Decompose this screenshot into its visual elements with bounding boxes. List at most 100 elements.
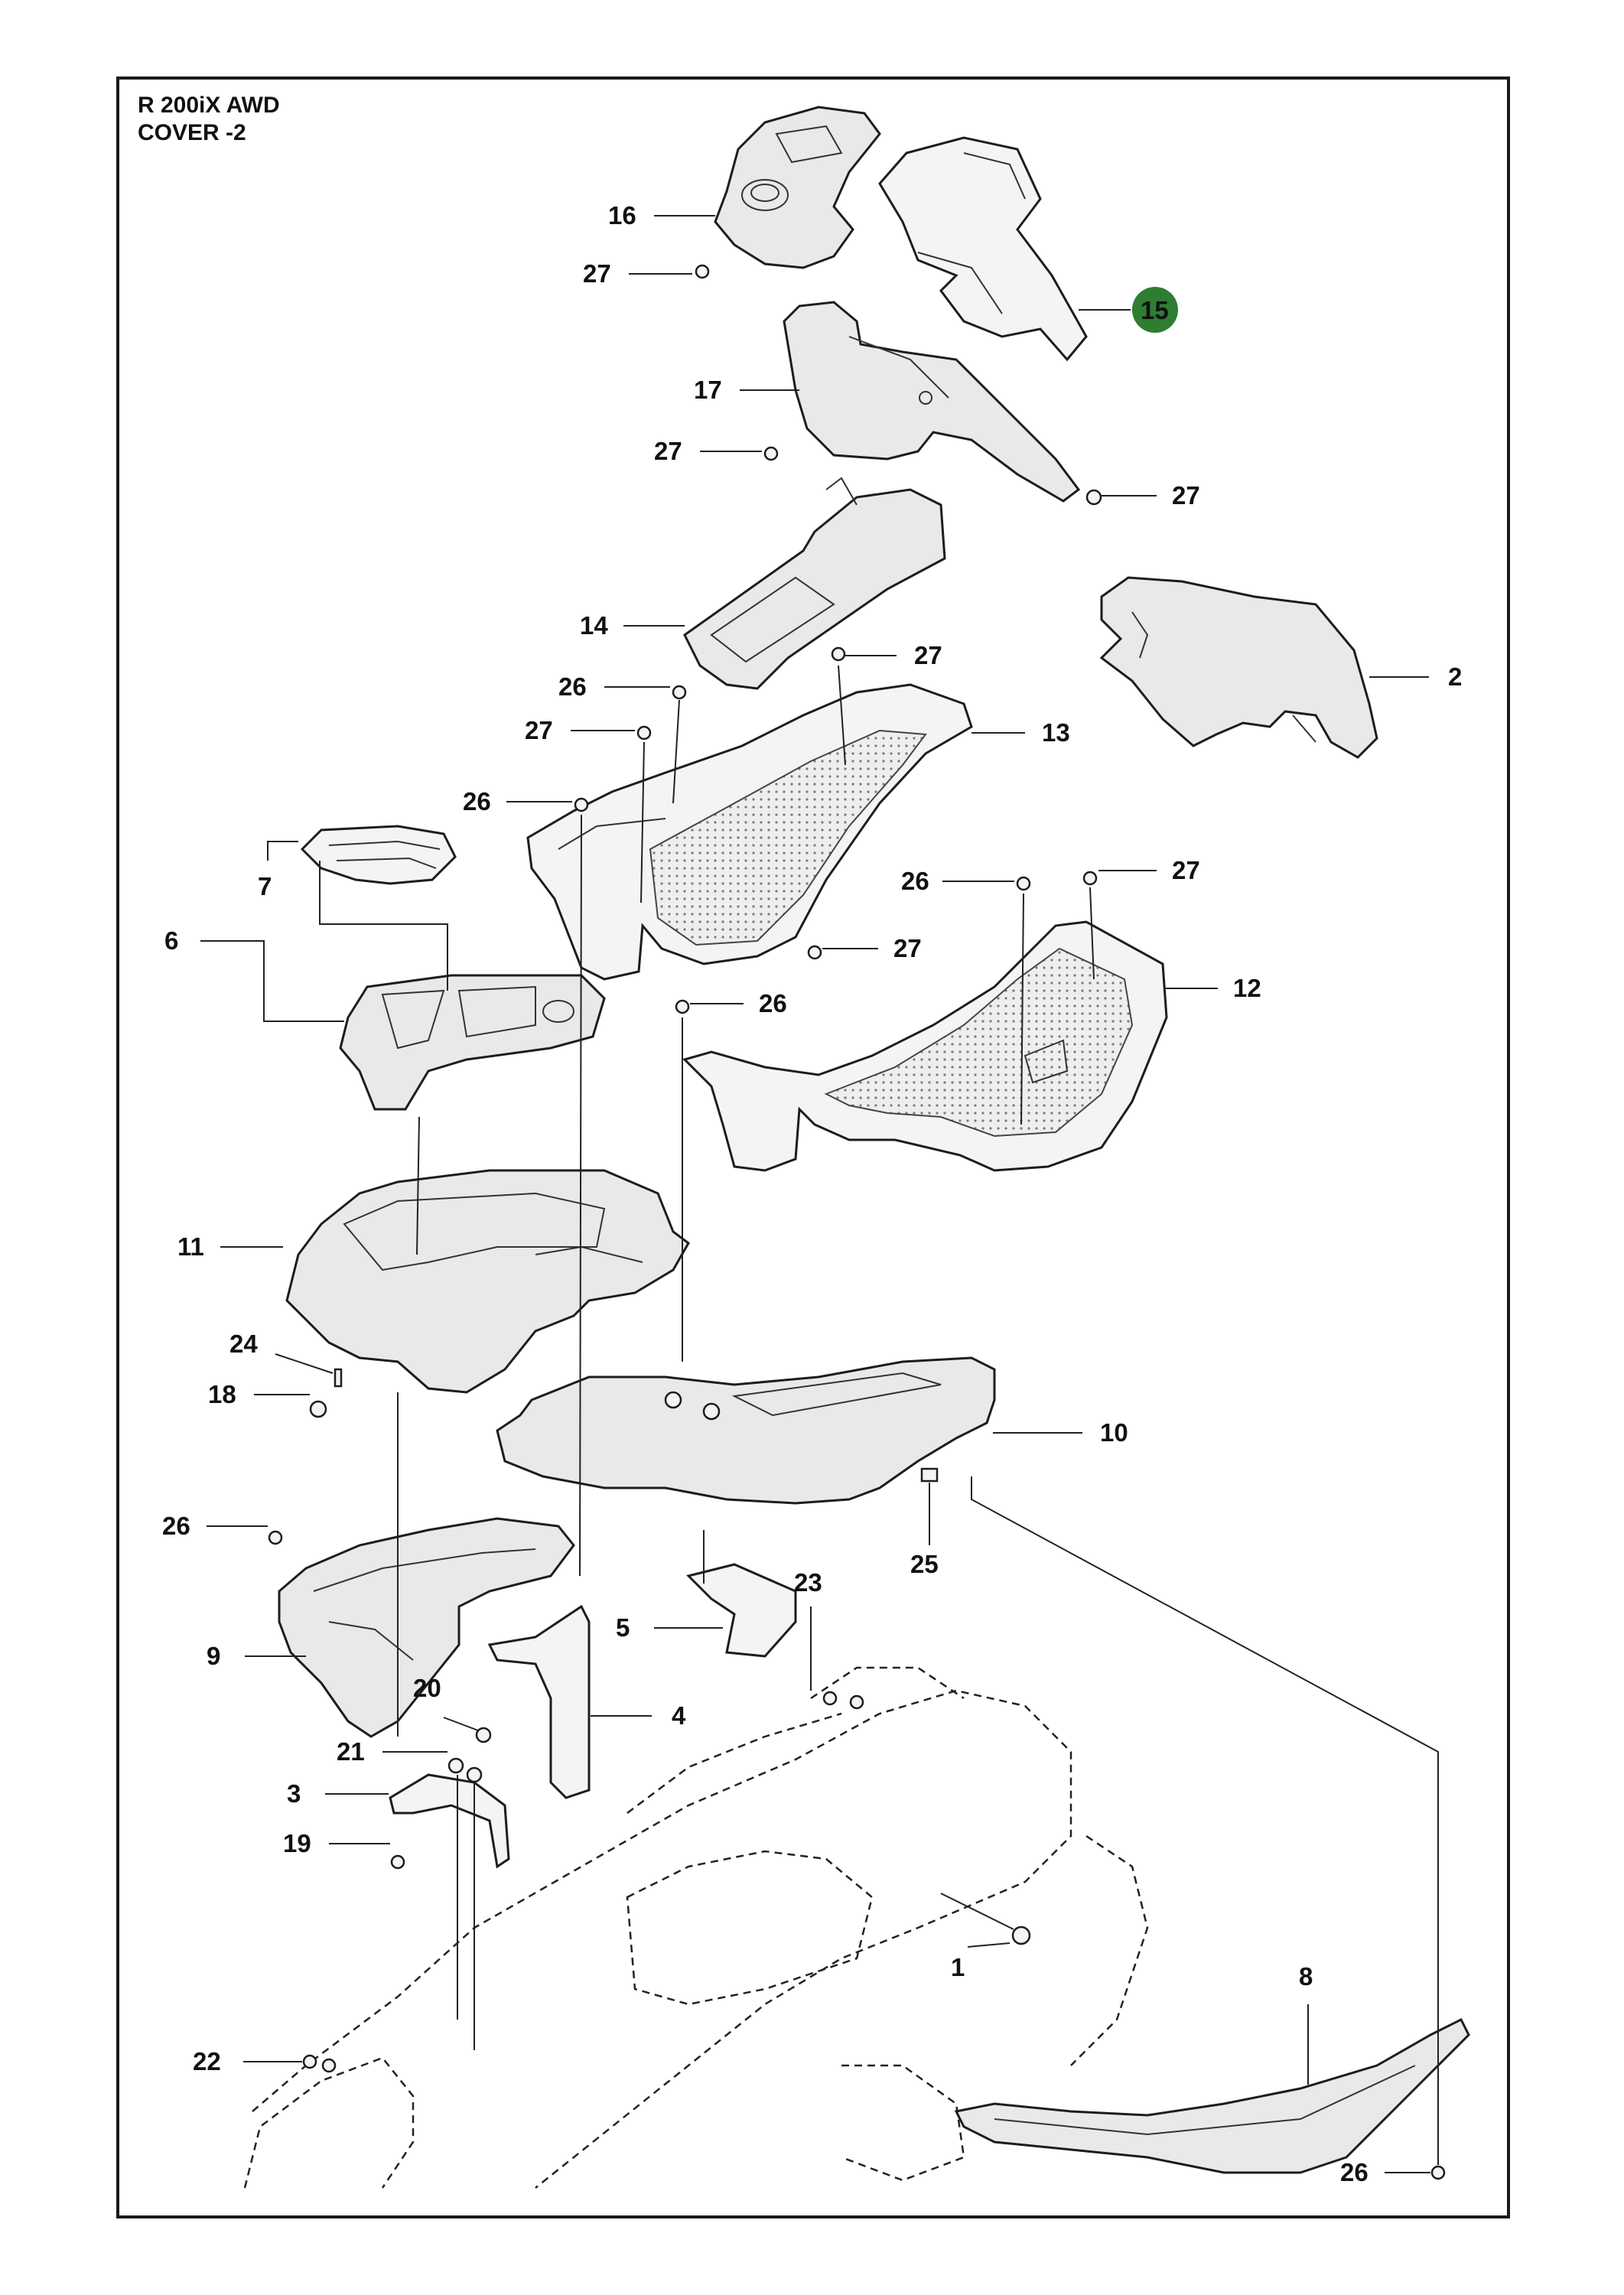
svg-text:5: 5: [616, 1613, 630, 1642]
svg-text:27: 27: [1172, 856, 1200, 884]
callout-labels: 1 6 27 15 17 27 27 2 14: [162, 201, 1462, 2186]
svg-text:22: 22: [193, 2047, 221, 2075]
svg-text:17: 17: [694, 376, 722, 404]
fasteners: [268, 264, 1446, 2180]
callout-10: 10: [993, 1418, 1128, 1447]
section-name: COVER -2: [138, 120, 246, 145]
callout-3: 3: [287, 1779, 389, 1808]
part-2-rear-cover: [1099, 576, 1378, 759]
svg-text:23: 23: [794, 1568, 822, 1597]
callout-27: 27: [845, 641, 942, 669]
svg-text:27: 27: [1172, 481, 1200, 509]
fastener-26: [1430, 2165, 1446, 2180]
svg-text:10: 10: [1100, 1418, 1128, 1447]
callout-27: 27: [1098, 856, 1200, 884]
callout-4: 4: [591, 1701, 686, 1730]
callout-11: 11: [177, 1232, 283, 1261]
fastener-26: [268, 1530, 283, 1545]
callout-23: 23: [794, 1568, 822, 1691]
callout-27: 27: [654, 437, 762, 465]
svg-text:20: 20: [413, 1674, 441, 1702]
part-4-bracket: [487, 1604, 591, 1799]
svg-text:21: 21: [337, 1737, 365, 1766]
callout-27: 27: [822, 934, 922, 962]
part-6-storage-box: [339, 974, 606, 1111]
fastener-21: [447, 1757, 464, 1774]
fastener-27: [807, 945, 822, 960]
fastener-24: [334, 1368, 343, 1388]
svg-text:25: 25: [910, 1550, 939, 1578]
svg-text:7: 7: [258, 872, 272, 900]
fastener-1: [1011, 1926, 1031, 1945]
fastener-23: [822, 1691, 838, 1706]
callout-26: 26: [162, 1512, 268, 1540]
fastener-26: [1016, 876, 1031, 891]
svg-text:15: 15: [1141, 296, 1169, 324]
part-12-floor-lower: [682, 920, 1168, 1172]
fastener-26: [574, 797, 589, 812]
fastener-27: [763, 446, 779, 461]
fastener-27: [831, 646, 846, 662]
part-9-side-panel: [278, 1517, 575, 1738]
callout-24: 24: [229, 1330, 334, 1374]
drawing-frame: [116, 76, 1510, 2218]
model-name: R 200iX AWD: [138, 93, 280, 118]
svg-text:26: 26: [463, 787, 491, 815]
fastener-22: [302, 2054, 317, 2069]
svg-text:26: 26: [558, 672, 587, 701]
svg-text:3: 3: [287, 1779, 301, 1808]
svg-text:8: 8: [1299, 1962, 1313, 1991]
fastener-20: [475, 1727, 492, 1743]
callout-19: 19: [283, 1829, 390, 1857]
callout-14: 14: [580, 611, 685, 640]
part-16-console-top: [714, 106, 881, 269]
fastener-22: [321, 2058, 337, 2073]
svg-text:4: 4: [672, 1701, 686, 1730]
svg-text:24: 24: [229, 1330, 258, 1358]
svg-text:26: 26: [1340, 2158, 1369, 2186]
callout-12: 12: [1164, 974, 1261, 1002]
part-5-bracket: [686, 1563, 797, 1658]
svg-text:19: 19: [283, 1829, 311, 1857]
callout-26: 26: [901, 867, 1014, 895]
fastener-27: [1085, 489, 1102, 506]
svg-text:1: 1: [951, 1953, 965, 1981]
assembly-lines: [397, 665, 1439, 2165]
svg-text:27: 27: [654, 437, 682, 465]
callout-27: 27: [1102, 481, 1200, 509]
fastener-18: [309, 1400, 327, 1418]
svg-text:18: 18: [208, 1380, 236, 1408]
callout-21: 21: [337, 1737, 447, 1766]
part-13-floor-upper: [526, 683, 973, 981]
callout-9: 9: [207, 1642, 306, 1670]
svg-text:26: 26: [162, 1512, 190, 1540]
svg-text:13: 13: [1042, 718, 1070, 747]
part-8-trim: [954, 2017, 1470, 2174]
fastener-27: [636, 725, 652, 741]
callout-6: 6: [164, 926, 344, 1022]
highlight-badge: [1132, 287, 1178, 333]
callout-22: 22: [193, 2047, 302, 2075]
svg-text:27: 27: [893, 934, 922, 962]
callout-26: 26: [690, 989, 787, 1017]
svg-text:6: 6: [164, 926, 178, 955]
svg-text:26: 26: [901, 867, 929, 895]
svg-text:26: 26: [759, 989, 787, 1017]
part-14-dash-panel: [683, 477, 946, 690]
callout-27: 27: [583, 259, 692, 288]
callout-15-highlighted: 15: [1079, 287, 1178, 333]
svg-text:11: 11: [177, 1232, 204, 1261]
fastener-19: [390, 1854, 405, 1870]
svg-text:27: 27: [914, 641, 942, 669]
svg-text:9: 9: [207, 1642, 220, 1670]
svg-text:2: 2: [1448, 662, 1462, 691]
fastener-27: [695, 264, 710, 279]
part-15-steering-cover: [878, 136, 1088, 362]
part-10-center-cover: [496, 1356, 996, 1505]
part-17-column-cover: [783, 301, 1081, 503]
callout-18: 18: [208, 1380, 310, 1408]
callout-25: 25: [910, 1483, 939, 1578]
svg-text:27: 27: [583, 259, 611, 288]
callout-8: 8: [1299, 1962, 1313, 2085]
callout-26: 26: [1340, 2158, 1430, 2186]
